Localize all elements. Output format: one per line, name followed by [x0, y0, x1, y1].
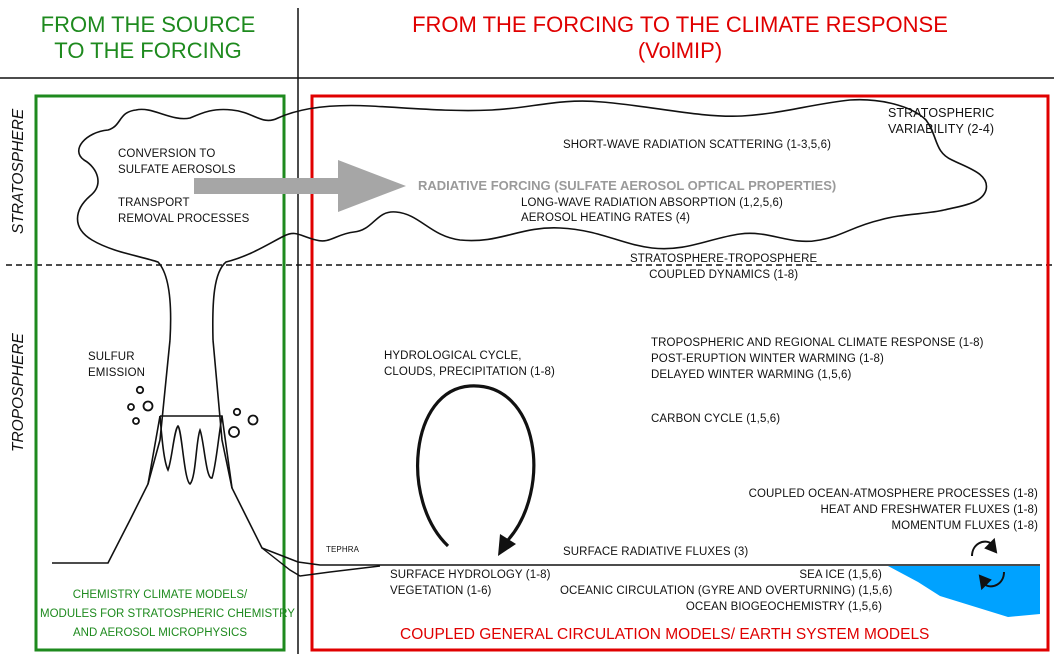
- stratosphere-label: STRATOSPHERE: [10, 108, 27, 234]
- troposphere-label: TROPOSPHERE: [10, 333, 27, 452]
- regional-response-label: TROPOSPHERIC AND REGIONAL CLIMATE RESPON…: [651, 337, 984, 381]
- ocean-atmosphere-label: COUPLED OCEAN-ATMOSPHERE PROCESSES (1-8)…: [748, 488, 1038, 532]
- right-header: FROM THE FORCING TO THE CLIMATE RESPONSE…: [330, 12, 1030, 64]
- carbon-cycle-label: CARBON CYCLE (1,5,6): [651, 413, 781, 425]
- ocean-processes-label: SEA ICE (1,5,6) OCEANIC CIRCULATION (GYR…: [560, 569, 893, 613]
- strat-variability-label: STRATOSPHERIC VARIABILITY (2-4): [888, 106, 995, 136]
- vol-mip-box: [310, 94, 1050, 652]
- hydrological-cycle-label: HYDROLOGICAL CYCLE, CLOUDS, PRECIPITATIO…: [384, 350, 555, 378]
- radiative-forcing-arrow: [194, 160, 406, 212]
- strat-trop-coupling-label: STRATOSPHERE-TROPOSPHERE COUPLED DYNAMIC…: [630, 253, 818, 281]
- conversion-label: CONVERSION TO SULFATE AEROSOLS: [118, 148, 236, 176]
- right-header-line-2: (VolMIP): [637, 38, 723, 63]
- radiative-forcing-label: RADIATIVE FORCING (SULFATE AEROSOL OPTIC…: [418, 178, 837, 193]
- hydrological-cycle-arrow: [416, 384, 536, 548]
- gcm-esm-label: COUPLED GENERAL CIRCULATION MODELS/ EART…: [400, 626, 930, 643]
- surface-hydrology-label: SURFACE HYDROLOGY (1-8) VEGETATION (1-6): [390, 569, 551, 597]
- aerosol-cloud: [76, 98, 988, 341]
- chemistry-models-label: CHEMISTRY CLIMATE MODELS/ MODULES FOR ST…: [40, 589, 295, 639]
- source-box: [34, 94, 286, 652]
- ocean-shape: [888, 566, 1040, 617]
- surface-radiative-label: SURFACE RADIATIVE FLUXES (3): [563, 546, 749, 558]
- shortwave-label: SHORT-WAVE RADIATION SCATTERING (1-3,5,6…: [563, 139, 831, 151]
- sulfur-bubbles: [127, 385, 259, 438]
- transport-label: TRANSPORT REMOVAL PROCESSES: [118, 197, 250, 225]
- tephra-label: TEPHRA: [326, 545, 360, 554]
- left-header: FROM THE SOURCE TO THE FORCING: [12, 12, 284, 64]
- ground-line: [52, 339, 171, 564]
- longwave-label: LONG-WAVE RADIATION ABSORPTION (1,2,5,6): [521, 197, 783, 209]
- heating-rates-label: AEROSOL HEATING RATES (4): [521, 212, 691, 224]
- left-header-line-2: TO THE FORCING: [54, 38, 242, 63]
- sulfur-emission-label: SULFUR EMISSION: [88, 351, 146, 379]
- left-header-line-1: FROM THE SOURCE: [40, 12, 256, 37]
- tephra-line: [261, 547, 381, 577]
- right-header-line-1: FROM THE FORCING TO THE CLIMATE RESPONSE: [412, 12, 948, 37]
- ocean-circulation-icon: [971, 537, 1005, 591]
